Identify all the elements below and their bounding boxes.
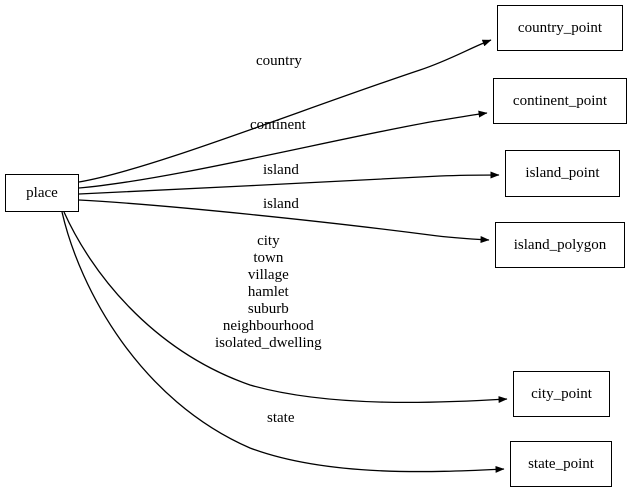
node-label: place [26, 184, 58, 201]
edge-place-to-island_point [78, 171, 500, 195]
node-label: state_point [528, 455, 594, 472]
node-place[interactable]: place [5, 174, 79, 212]
edge-label-continent_point: continent [250, 117, 306, 133]
edge-label-island_point: island [263, 162, 299, 178]
node-label: island_point [525, 165, 600, 181]
node-label: city_point [531, 385, 592, 402]
edge-label-state_point: state [267, 410, 295, 426]
node-country_point[interactable]: country_point [497, 5, 623, 51]
edge-label-city_point: city town village hamlet suburb neighbou… [215, 233, 322, 351]
edge-place-to-island_polygon [78, 199, 490, 244]
node-label: continent_point [512, 92, 608, 109]
edge-label-country_point: country [256, 53, 302, 69]
node-island_point[interactable]: island_point [505, 150, 620, 197]
edge-label-island_polygon: island [263, 196, 299, 212]
edge-place-to-city_point [63, 211, 508, 404]
node-city_point[interactable]: city_point [513, 371, 610, 417]
node-state_point[interactable]: state_point [510, 441, 612, 487]
node-island_polygon[interactable]: island_polygon [495, 222, 625, 268]
edge-place-to-state_point [61, 211, 505, 473]
node-label: country_point [517, 19, 603, 36]
node-label: island_polygon [513, 236, 607, 253]
edge-place-to-continent_point [78, 110, 488, 189]
edge-place-to-country_point [78, 39, 492, 183]
node-continent_point[interactable]: continent_point [493, 78, 627, 124]
